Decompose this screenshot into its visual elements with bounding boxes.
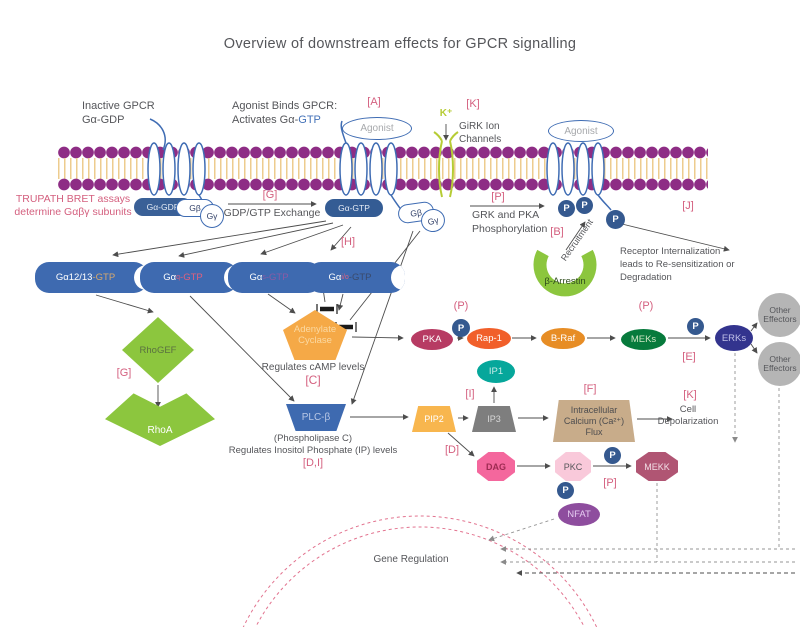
galpha-12-13-gtp: Gα12/13-GTP	[35, 262, 148, 293]
nfat-node: NFAT	[558, 503, 600, 526]
girk-channel	[433, 131, 459, 198]
galpha-gtp-subunit: Gα-GTP	[325, 199, 383, 217]
phospholipase-annotation: (Phospholipase C)	[273, 433, 353, 444]
label-G-exchange: [G]	[262, 189, 278, 201]
label-H: [H]	[340, 236, 356, 248]
pip2-node: PIP2	[412, 406, 456, 432]
mekk-node: MEKK	[636, 452, 678, 481]
phosphate-badge: P	[576, 197, 593, 214]
label-A: [A]	[367, 96, 381, 108]
phosphate-badge: P	[606, 210, 625, 229]
cell-depolarization-annotation: Cell Depolarization	[657, 404, 719, 427]
label-I: [I]	[465, 388, 475, 400]
nucleus-envelope	[242, 515, 598, 627]
gdp-gtp-exchange-label: GDP/GTP Exchange	[223, 207, 321, 219]
pka-node: PKA	[411, 329, 453, 350]
internalization-line2: leads to Re-sensitization or	[620, 259, 735, 270]
pkc-node: PKC	[555, 452, 591, 481]
gene-regulation-label: Gene Regulation	[373, 554, 449, 565]
agonist-ligand-right: Agonist	[548, 120, 614, 142]
label-K-depol: [K]	[683, 389, 697, 401]
label-G-rho: [G]	[116, 367, 132, 379]
ip-levels-annotation: Regulates Inositol Phosphate (IP) levels	[228, 445, 398, 456]
gpcr-receptor-phosphorylated	[546, 142, 612, 211]
membrane-inner-leaflet	[58, 178, 708, 191]
camp-annotation: Regulates cAMP levels	[261, 362, 365, 373]
phosphate-badge: P	[557, 482, 574, 499]
phosphate-badge: P	[604, 447, 621, 464]
dashed-connectors	[488, 353, 795, 576]
label-DI: [D,I]	[302, 457, 324, 469]
agonist-binds-line1: Agonist Binds GPCR:	[232, 100, 338, 112]
label-P-grk: [P]	[491, 191, 505, 203]
braf-node: B-Raf	[541, 328, 585, 349]
label-P-pkc: [P]	[603, 477, 617, 489]
gpcr-receptor-active	[339, 120, 404, 214]
gpcr-receptor-inactive	[147, 118, 206, 213]
girk-line2: Channels	[459, 134, 502, 145]
label-J: [J]	[682, 200, 694, 212]
girk-annotation: GiRK Ion Channels	[459, 120, 501, 146]
dag-node: DAG	[477, 452, 515, 481]
ip3-node: IP3	[472, 406, 516, 432]
label-F: [F]	[583, 383, 597, 395]
erks-node: ERKs	[715, 325, 753, 351]
inactive-gpcr-line1: Inactive GPCR	[82, 100, 155, 112]
membrane-lipid-tails	[58, 158, 708, 179]
agonist-binds-line2: Activates Gα-GTP	[232, 114, 321, 126]
label-E: [E]	[682, 351, 696, 363]
gtp-highlight: GTP	[298, 114, 321, 126]
calcium-flux-node: Intracellular Calcium (Ca²⁺) Flux	[553, 400, 635, 442]
page-title: Overview of downstream effects for GPCR …	[223, 36, 577, 52]
trupath-annotation: TRUPATH BRET assays determine Gαβγ subun…	[14, 193, 131, 219]
beta-arrestin-label: β-Arrestin	[544, 276, 586, 287]
internalization-line1: Receptor Internalization	[620, 246, 721, 257]
girk-line1: GiRK Ion	[459, 121, 500, 132]
meks-node: MEKs	[621, 329, 666, 350]
cell-membrane	[58, 146, 708, 191]
label-B: [B]	[550, 226, 564, 238]
inactive-gpcr-line2: Gα-GDP	[82, 114, 125, 126]
internalization-line3: Degradation	[620, 272, 672, 283]
potassium-ion-label: K⁺	[439, 108, 453, 119]
grk-pka-annotation: GRK and PKA Phosphorylation	[472, 209, 547, 236]
label-P-pka: (P)	[453, 300, 469, 312]
banner-notch	[391, 265, 405, 290]
grk-line2: Phosphorylation	[472, 222, 548, 235]
ip1-node: IP1	[477, 360, 515, 383]
plc-beta-node: PLC-β	[286, 404, 346, 431]
trupath-line2: determine Gαβγ subunits	[14, 206, 132, 218]
phosphate-badge: P	[558, 200, 575, 217]
phosphate-badge: P	[687, 318, 704, 335]
label-P-meks: (P)	[638, 300, 654, 312]
ggamma-subunit: Gγ	[200, 204, 224, 228]
phosphate-badge: P	[452, 319, 470, 337]
inactive-gpcr-annotation: Inactive GPCR Gα-GDP	[82, 99, 155, 127]
beta-arrestin-shape	[533, 249, 597, 297]
membrane-outer-leaflet	[58, 146, 708, 159]
label-D: [D]	[444, 444, 460, 456]
rap1-node: Rap-1	[467, 328, 511, 349]
agonist-ligand-left: Agonist	[342, 117, 412, 140]
label-C: [C]	[305, 373, 321, 387]
agonist-binds-annotation: Agonist Binds GPCR: Activates Gα-GTP	[232, 99, 337, 127]
label-K-girk: [K]	[466, 98, 480, 110]
internalization-annotation: Receptor Internalization leads to Re-sen…	[620, 245, 735, 284]
trupath-line1: TRUPATH BRET assays	[15, 193, 131, 205]
grk-line1: GRK and PKA	[472, 209, 540, 221]
